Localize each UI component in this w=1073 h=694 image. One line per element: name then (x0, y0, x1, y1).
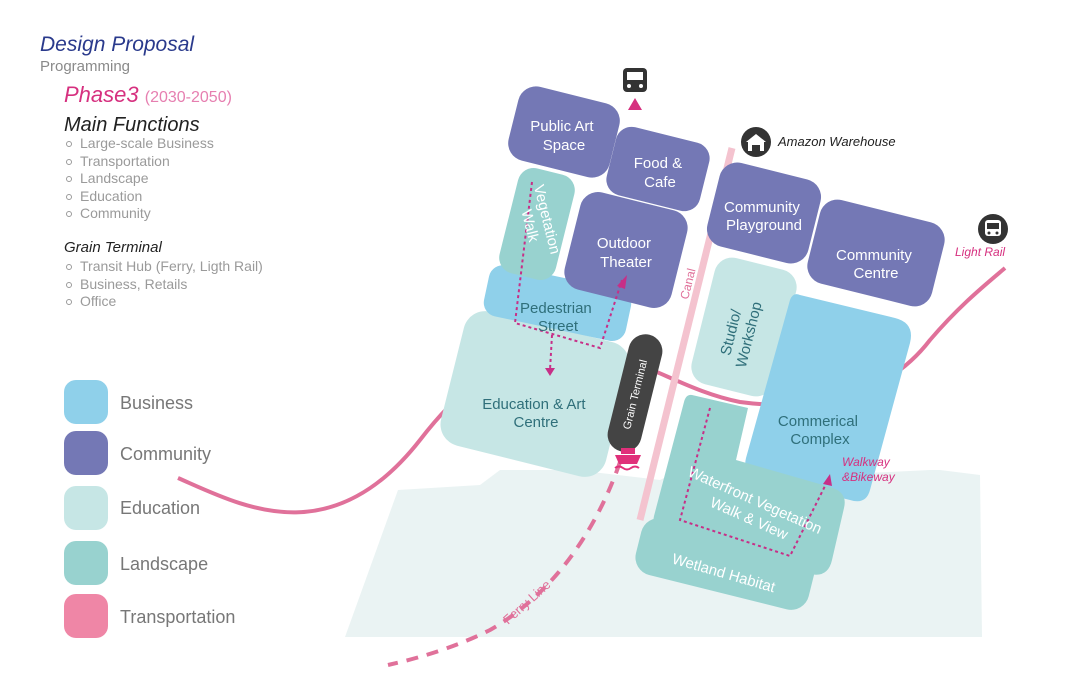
list-item: Community (64, 205, 214, 223)
light-rail-icon (978, 214, 1008, 244)
main-functions-list: Large-scale Business Transportation Land… (64, 135, 214, 223)
warehouse-icon (741, 127, 771, 157)
legend-label-landscape: Landscape (120, 554, 209, 574)
block-commercial-complex (745, 294, 911, 502)
grain-terminal-list: Transit Hub (Ferry, Ligth Rail) Business… (64, 258, 263, 311)
ferry-icon (614, 448, 641, 471)
grain-terminal (607, 334, 663, 452)
bus-icon (623, 68, 647, 110)
label-public-art: Public Art Space (530, 118, 598, 154)
grain-terminal-heading: Grain Terminal (64, 239, 162, 256)
label-education-art: Education & Art Centre (482, 396, 590, 431)
page-title: Design Proposal (40, 33, 195, 56)
label-community-playground: Community Playground (724, 199, 804, 234)
page-subtitle: Programming (40, 58, 131, 75)
legend-swatch-community (64, 431, 108, 475)
block-community-playground (706, 162, 822, 264)
list-item: Office (64, 293, 263, 311)
block-studio-workshop (691, 257, 797, 397)
label-amazon-warehouse: Amazon Warehouse (777, 134, 896, 149)
main-functions-heading: Main Functions (64, 114, 200, 136)
legend-swatch-transportation (64, 594, 108, 638)
block-outdoor-theater (564, 191, 688, 309)
block-community-centre (807, 199, 945, 307)
legend-label-education: Education (120, 498, 201, 518)
label-food-cafe: Food & Cafe (634, 155, 687, 191)
label-walkway: Walkway &Bikeway (842, 455, 896, 484)
block-food-cafe (606, 126, 710, 212)
list-item: Transportation (64, 153, 214, 171)
legend-label-business: Business (120, 393, 194, 413)
block-education-art (440, 311, 630, 477)
legend-swatch-education (64, 486, 108, 530)
phase-heading: Phase3 (2030-2050) (64, 82, 232, 108)
ferry-line (387, 461, 622, 667)
phase-label: Phase3 (64, 82, 139, 107)
label-outdoor-theater: Outdoor Theater (597, 235, 655, 271)
block-public-art (508, 86, 620, 178)
block-wetland (635, 518, 815, 610)
list-item: Education (64, 188, 214, 206)
label-light-rail: Light Rail (955, 245, 1005, 259)
legend-label-community: Community (120, 444, 212, 464)
phase-years: (2030-2050) (144, 89, 232, 106)
list-item: Transit Hub (Ferry, Ligth Rail) (64, 258, 263, 276)
walk-arrowheads (545, 275, 832, 486)
label-commercial-complex: Commerical Complex (778, 413, 862, 448)
block-vegetation-walk (499, 167, 575, 281)
list-item: Business, Retails (64, 276, 263, 294)
label-pedestrian-street: Pedestrian Street (520, 300, 596, 335)
legend-label-transportation: Transportation (120, 607, 236, 627)
label-community-centre: Community Centre (836, 247, 916, 282)
walk-paths (513, 181, 829, 558)
list-item: Large-scale Business (64, 135, 214, 153)
legend-swatch-landscape (64, 541, 108, 585)
legend-swatch-business (64, 380, 108, 424)
list-item: Landscape (64, 170, 214, 188)
